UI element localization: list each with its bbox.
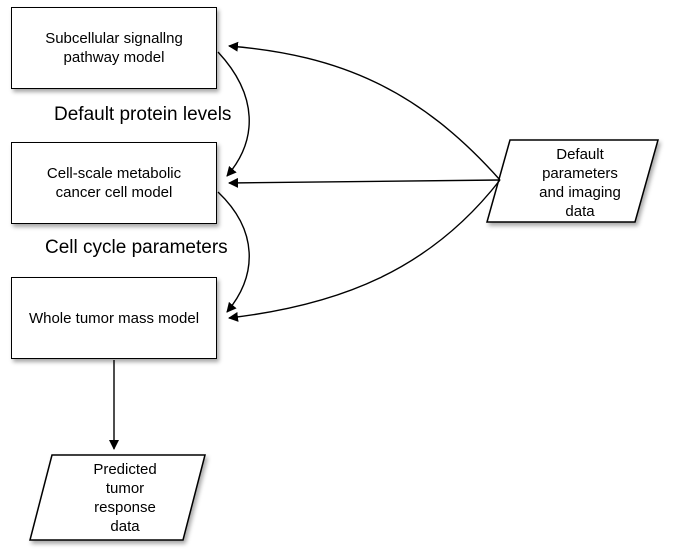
predicted-response-parallelogram — [29, 454, 206, 541]
subcellular-pathway-model-box: Subcellular signallng pathway model — [11, 7, 217, 89]
predicted-line-3: response — [94, 499, 156, 516]
arrow-subcellular-to-cellscale — [217, 51, 250, 177]
subcellular-box-line-1: Subcellular signallng — [45, 30, 183, 47]
default-line-1: Default — [556, 146, 604, 163]
predicted-line-2: tumor — [105, 480, 145, 497]
default-parameters-text: Default parameters and imaging data — [515, 145, 645, 221]
arrow-default-to-subcellular — [228, 41, 501, 181]
predicted-line-4: data — [110, 518, 140, 535]
default-line-3: and imaging — [539, 184, 621, 201]
arrow-cellscale-to-tumor — [217, 191, 250, 313]
cellscale-box-line-2: cancer cell model — [55, 184, 173, 201]
arrow-default-to-cellscale — [228, 177, 501, 188]
cell-cycle-label: Cell cycle parameters — [45, 237, 228, 258]
protein-levels-label: Default protein levels — [54, 104, 232, 125]
default-parameters-parallelogram — [486, 139, 659, 223]
default-line-2: parameters — [542, 165, 618, 182]
tumor-box-line-1: Whole tumor mass model — [28, 309, 200, 327]
default-line-4: data — [565, 203, 595, 220]
arrow-default-to-tumor — [228, 179, 501, 322]
predicted-response-text: Predicted tumor response data — [60, 460, 190, 536]
whole-tumor-model-box: Whole tumor mass model — [11, 277, 217, 359]
cell-scale-model-box: Cell-scale metabolic cancer cell model — [11, 142, 217, 224]
predicted-line-1: Predicted — [93, 461, 157, 478]
cellscale-box-line-1: Cell-scale metabolic — [46, 165, 182, 182]
subcellular-box-line-2: pathway model — [63, 49, 165, 66]
